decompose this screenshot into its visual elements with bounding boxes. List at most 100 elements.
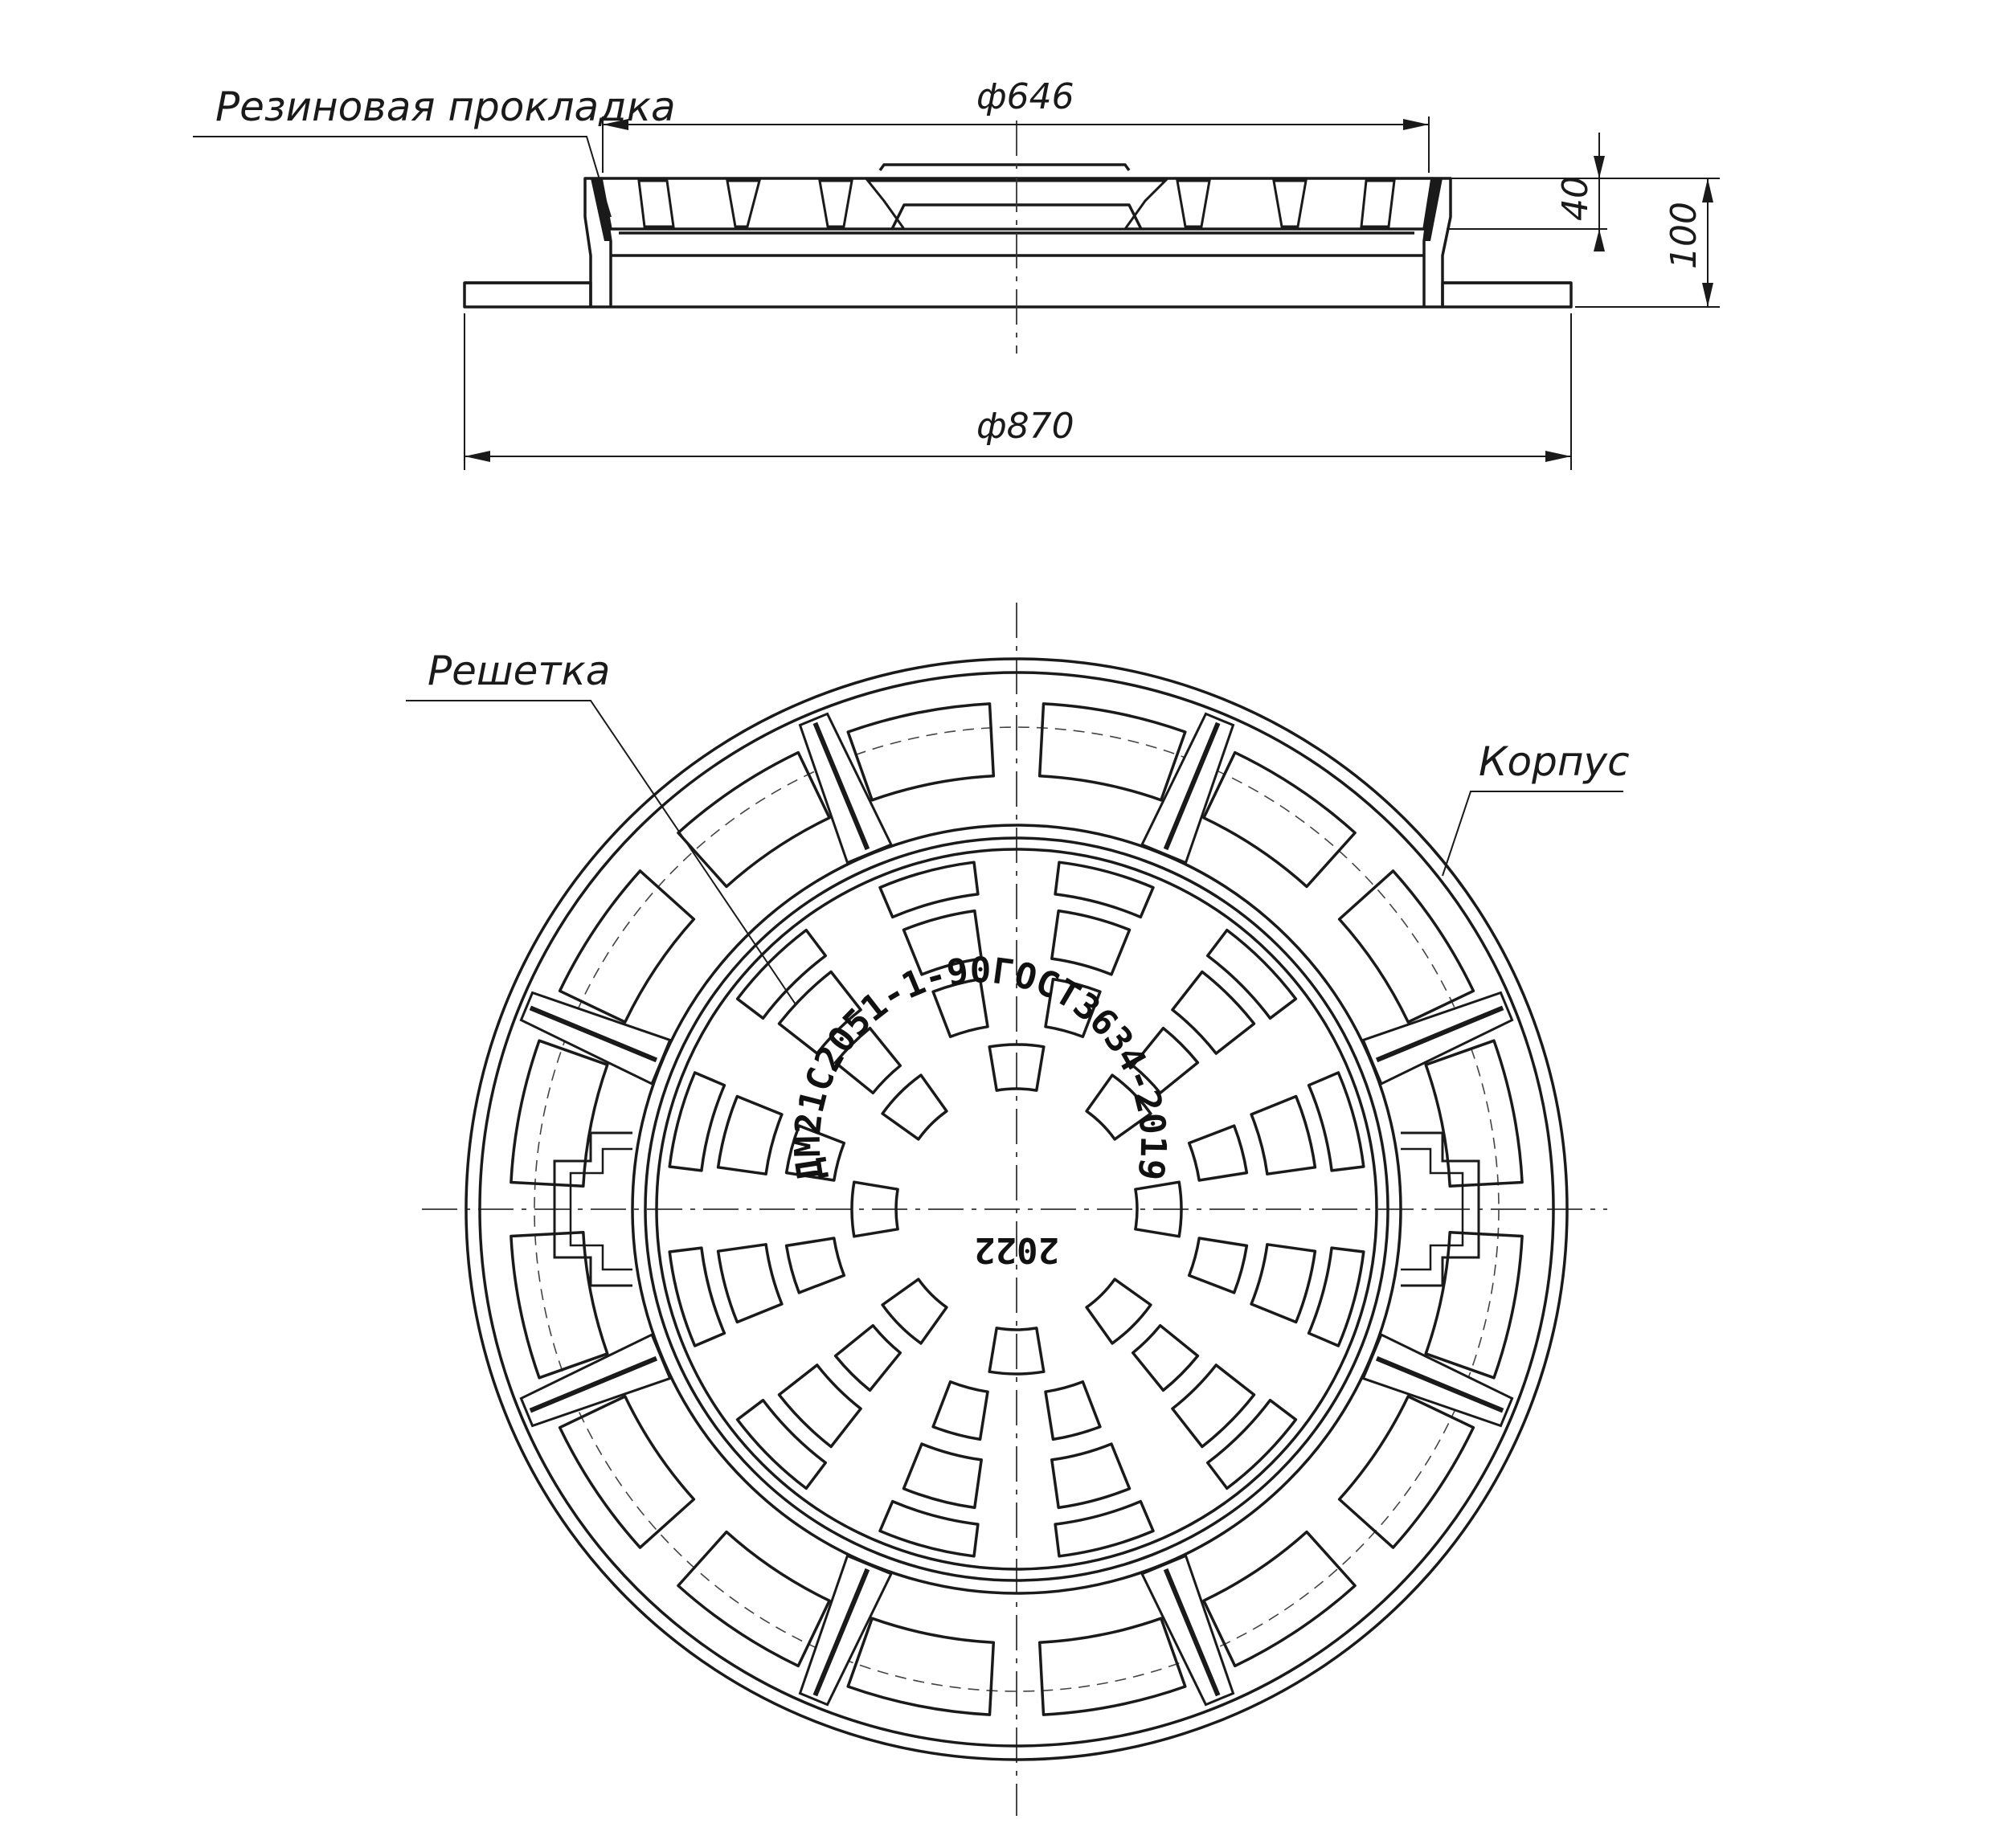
grate-slot: [1307, 1246, 1365, 1347]
grate-slot: [1050, 1442, 1132, 1510]
body-pocket: [1424, 1230, 1524, 1380]
grate-center-boss: [878, 163, 1131, 172]
grate-slot: [931, 977, 989, 1039]
grate-slot: [1044, 1380, 1102, 1441]
body-pocket: [677, 750, 831, 889]
body-rib: [519, 991, 672, 1085]
grate-slot: [988, 1043, 1046, 1092]
grate-slot: [1205, 928, 1298, 1020]
body-pocket: [1202, 1530, 1357, 1668]
body-pocket: [510, 1230, 609, 1380]
rubber-gasket-right: [1424, 178, 1443, 241]
grate-slot: [784, 1237, 846, 1294]
grate-slot: [735, 1398, 828, 1490]
grate-slot: [1131, 1026, 1200, 1095]
body-flange-left: [463, 281, 592, 309]
body-pocket: [1037, 1617, 1187, 1716]
dim-100-arrow-bottom: [1702, 283, 1713, 307]
grate-marking-year: 2022: [974, 1229, 1059, 1270]
body-rib-core: [1375, 1355, 1504, 1413]
grate-slot: [1205, 1398, 1298, 1490]
plan-view: ДМ21С2051-1-90ГОСТ3634-2019 2022 Решетка…: [406, 603, 1630, 1816]
body-flange-right: [1441, 281, 1573, 309]
grate-slot: [1050, 909, 1132, 976]
body-outer-circle-2: [478, 671, 1555, 1748]
body-pocket: [1424, 1039, 1524, 1188]
body-outer-circle: [464, 657, 1569, 1761]
rubber-gasket-label: Резиновая прокладка: [215, 84, 676, 130]
dim-40-arrow-bottom: [1594, 229, 1605, 251]
body-pocket: [1337, 869, 1475, 1024]
body-rib: [1361, 991, 1514, 1085]
grate-slot: [902, 909, 983, 976]
grate-slot: [1085, 1278, 1152, 1345]
grate-slot: [1250, 1243, 1317, 1324]
body-rib-core: [529, 1355, 658, 1413]
grate-outer-circle-3: [655, 848, 1378, 1571]
grate-leader: [406, 700, 796, 1005]
grate-slot: [1171, 970, 1256, 1055]
dim-40-arrow-top: [1594, 156, 1605, 178]
grate-slot: [777, 970, 862, 1055]
grate-section: [600, 177, 1434, 231]
grate-outer-circle-2: [644, 836, 1389, 1582]
body-rib: [519, 1333, 672, 1428]
body-hidden-circle: [534, 726, 1500, 1692]
grate-slot: [1131, 1323, 1200, 1392]
grate-marking-arc: ДМ21С2051-1-90ГОСТ3634-2019: [788, 951, 1173, 1184]
body-rib: [1140, 712, 1235, 865]
dim-646-arrow-right: [1403, 119, 1429, 130]
dim-100-arrow-top: [1702, 178, 1713, 202]
dim-870-arrow-right: [1545, 451, 1571, 462]
grate-slot: [668, 1246, 726, 1347]
body-pocket: [1337, 1395, 1475, 1549]
grate-slot: [716, 1243, 784, 1324]
body-rib-core: [812, 1568, 870, 1697]
grate-slot: [878, 1499, 980, 1558]
body-rib: [798, 1554, 893, 1707]
rubber-gasket-left: [591, 178, 611, 241]
grate-slot: [833, 1026, 902, 1095]
body-rib: [1140, 1554, 1235, 1707]
dim-870-text: ф870: [976, 406, 1074, 447]
body-pocket: [846, 1617, 996, 1716]
body-hinge-notch: [1401, 1131, 1480, 1287]
grate-slot: [777, 1364, 862, 1449]
grate-slot: [902, 1442, 983, 1510]
body-rib: [798, 712, 893, 865]
body-pocket: [1202, 750, 1357, 889]
body-rib-core: [1163, 722, 1221, 851]
dim-100-text: 100: [1664, 202, 1704, 269]
body-rib: [1361, 1333, 1514, 1428]
body-ribs: [519, 712, 1514, 1707]
grate-slot: [1085, 1073, 1152, 1141]
grate-label: Решетка: [428, 648, 610, 694]
grate-slot: [1134, 1180, 1183, 1238]
grate-slot: [881, 1278, 948, 1345]
grate-outer-circle: [631, 824, 1402, 1595]
dim-40-text: 40: [1555, 176, 1596, 221]
grate-slot: [1307, 1071, 1365, 1172]
body-pocket: [558, 869, 696, 1024]
grate-slot: [988, 1327, 1046, 1376]
section-view: Резиновая прокладка ф646 ф870 40 100: [193, 76, 1720, 470]
grate-slot: [1171, 1364, 1256, 1449]
grate-slots: [668, 861, 1365, 1558]
body-rib-core: [1163, 1568, 1221, 1697]
grate-slot: [784, 1124, 846, 1182]
grate-slot: [881, 1073, 948, 1141]
dim-646-arrow-left: [603, 119, 628, 130]
body-rib-core: [1375, 1005, 1504, 1063]
grate-slot: [833, 1323, 902, 1392]
body-hinge-notch: [553, 1131, 632, 1287]
grate-slot: [668, 1071, 726, 1172]
grate-slot: [716, 1094, 784, 1175]
body-pockets: [510, 702, 1524, 1716]
body-pocket: [1037, 702, 1187, 802]
grate-slot: [878, 861, 980, 919]
grate-slot: [1187, 1124, 1249, 1182]
body-pocket: [677, 1530, 831, 1668]
body-pocket: [510, 1039, 609, 1188]
grate-slot: [1054, 1499, 1155, 1558]
